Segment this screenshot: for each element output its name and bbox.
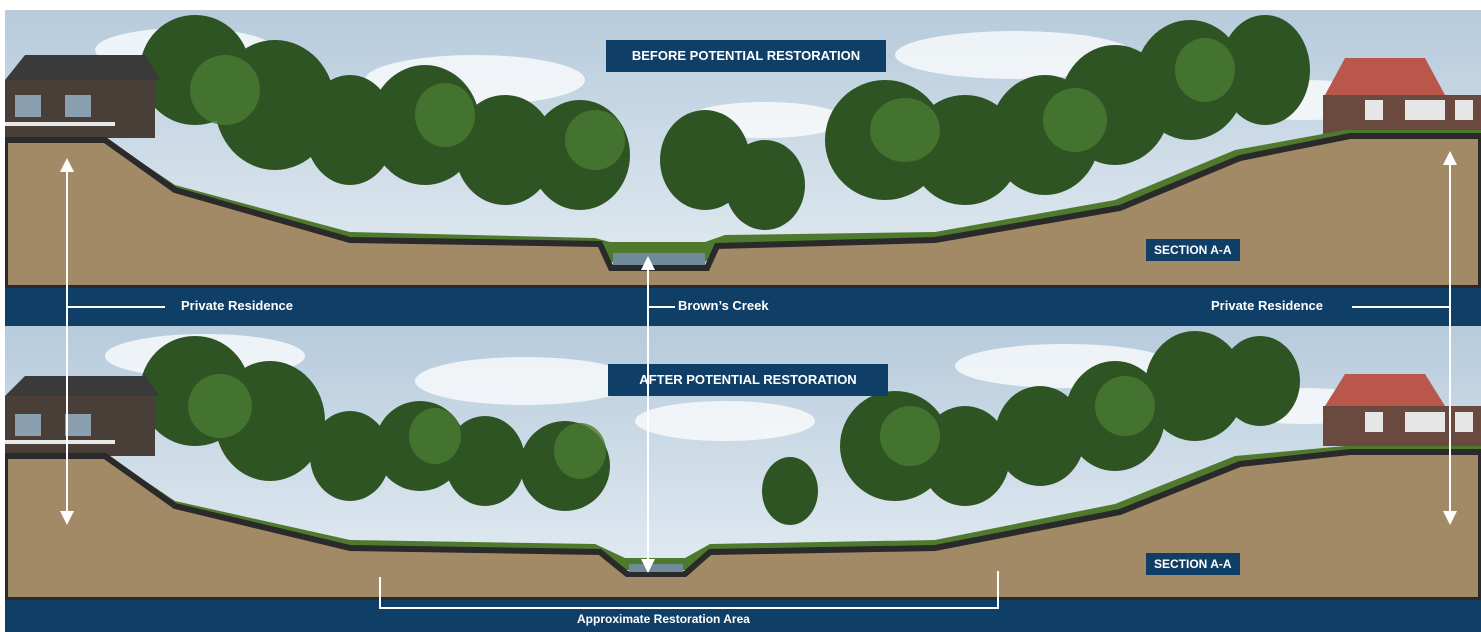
grass-band [5,130,1481,262]
right-residence-label: Private Residence [1211,298,1324,313]
before-section-badge: SECTION A-A [1146,239,1240,261]
soil-profile [5,133,1481,288]
creek-water [629,564,683,572]
house-left [5,376,160,456]
restoration-area-label: Approximate Restoration Area [577,612,750,626]
after-section-badge: SECTION A-A [1146,553,1240,575]
trees [140,331,1300,525]
creek-water [613,253,705,265]
trees [140,15,1310,230]
middle-label-band [5,288,1481,326]
grass-band [5,446,1481,570]
creek-label: Brown’s Creek [678,298,769,313]
house-right [1323,58,1481,135]
after-title-badge: AFTER POTENTIAL RESTORATION [608,364,888,396]
before-title-badge: BEFORE POTENTIAL RESTORATION [606,40,886,72]
soil-profile [5,449,1481,600]
house-left [5,55,160,138]
left-residence-label: Private Residence [181,298,294,313]
